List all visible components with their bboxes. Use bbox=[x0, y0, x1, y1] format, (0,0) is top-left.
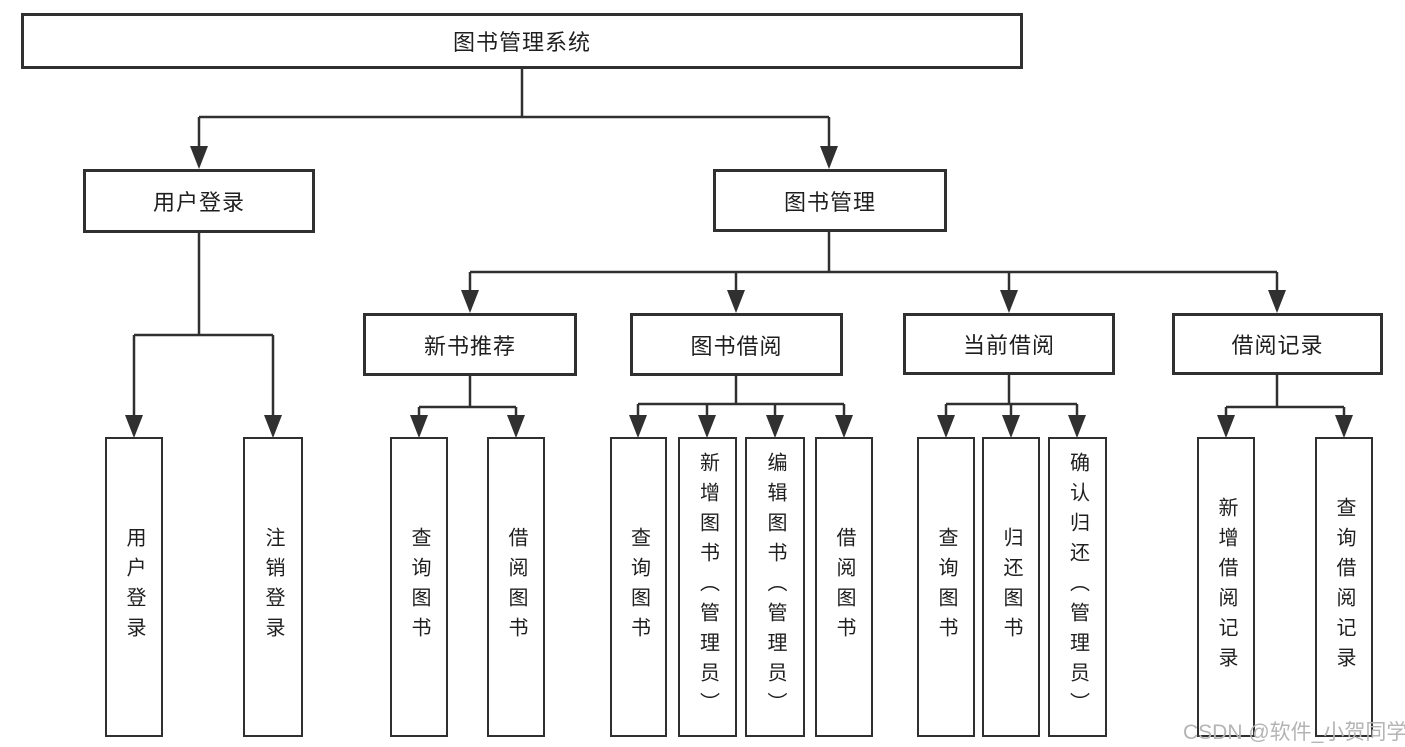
node-return-books: 归还图书 bbox=[982, 437, 1040, 737]
node-borrow-books-recommend-label: 借阅图书 bbox=[505, 527, 527, 647]
node-current-borrowing-label: 当前借阅 bbox=[962, 333, 1055, 358]
node-confirm-return-admin-label: 确认归还（管理员） bbox=[1066, 452, 1089, 722]
tree-edges bbox=[132, 69, 1346, 434]
node-book-management: 图书管理 bbox=[713, 169, 947, 232]
node-query-books-recommend: 查询图书 bbox=[390, 437, 448, 737]
node-query-books-recommend-label: 查询图书 bbox=[408, 527, 430, 647]
node-borrowing-records-label: 借阅记录 bbox=[1231, 333, 1324, 358]
node-new-book-recommendation: 新书推荐 bbox=[363, 313, 577, 376]
node-query-books-borrowing-label: 查询图书 bbox=[627, 527, 650, 647]
node-library-system: 图书管理系统 bbox=[21, 13, 1023, 69]
node-user-login-leaf-label: 用户登录 bbox=[123, 527, 145, 647]
node-book-management-label: 图书管理 bbox=[783, 189, 876, 215]
node-new-book-recommendation-label: 新书推荐 bbox=[423, 333, 516, 359]
arrowhead-icons bbox=[125, 146, 1353, 438]
node-library-system-label: 图书管理系统 bbox=[452, 30, 591, 55]
node-borrow-books-borrowing-label: 借阅图书 bbox=[833, 527, 855, 647]
node-query-books-current: 查询图书 bbox=[917, 437, 975, 737]
node-query-books-borrowing: 查询图书 bbox=[610, 437, 667, 737]
node-add-book-admin-label: 新增图书（管理员） bbox=[696, 452, 719, 722]
node-add-borrow-record-label: 新增借阅记录 bbox=[1215, 497, 1237, 677]
node-return-books-label: 归还图书 bbox=[1000, 527, 1022, 647]
node-book-borrowing-label: 图书借阅 bbox=[690, 333, 783, 359]
node-logout: 注销登录 bbox=[243, 437, 303, 737]
node-edit-book-admin-label: 编辑图书（管理员） bbox=[764, 452, 786, 722]
node-borrow-books-recommend: 借阅图书 bbox=[487, 437, 545, 737]
node-user-login-label: 用户登录 bbox=[152, 190, 245, 215]
node-book-borrowing: 图书借阅 bbox=[630, 313, 843, 376]
node-user-login: 用户登录 bbox=[83, 169, 315, 233]
node-query-books-current-label: 查询图书 bbox=[935, 527, 957, 647]
node-query-borrow-record: 查询借阅记录 bbox=[1315, 437, 1373, 737]
node-add-book-admin: 新增图书（管理员） bbox=[678, 437, 737, 737]
node-borrowing-records: 借阅记录 bbox=[1172, 313, 1383, 375]
csdn-watermark: CSDN @软件_小贺同学 bbox=[1183, 721, 1405, 744]
node-borrow-books-borrowing: 借阅图书 bbox=[815, 437, 873, 737]
node-add-borrow-record: 新增借阅记录 bbox=[1197, 437, 1255, 737]
node-current-borrowing: 当前借阅 bbox=[903, 313, 1115, 375]
node-confirm-return-admin: 确认归还（管理员） bbox=[1048, 437, 1107, 737]
node-edit-book-admin: 编辑图书（管理员） bbox=[745, 437, 805, 737]
node-logout-label: 注销登录 bbox=[262, 527, 284, 647]
node-query-borrow-record-label: 查询借阅记录 bbox=[1333, 497, 1355, 677]
node-user-login-leaf: 用户登录 bbox=[105, 437, 163, 737]
